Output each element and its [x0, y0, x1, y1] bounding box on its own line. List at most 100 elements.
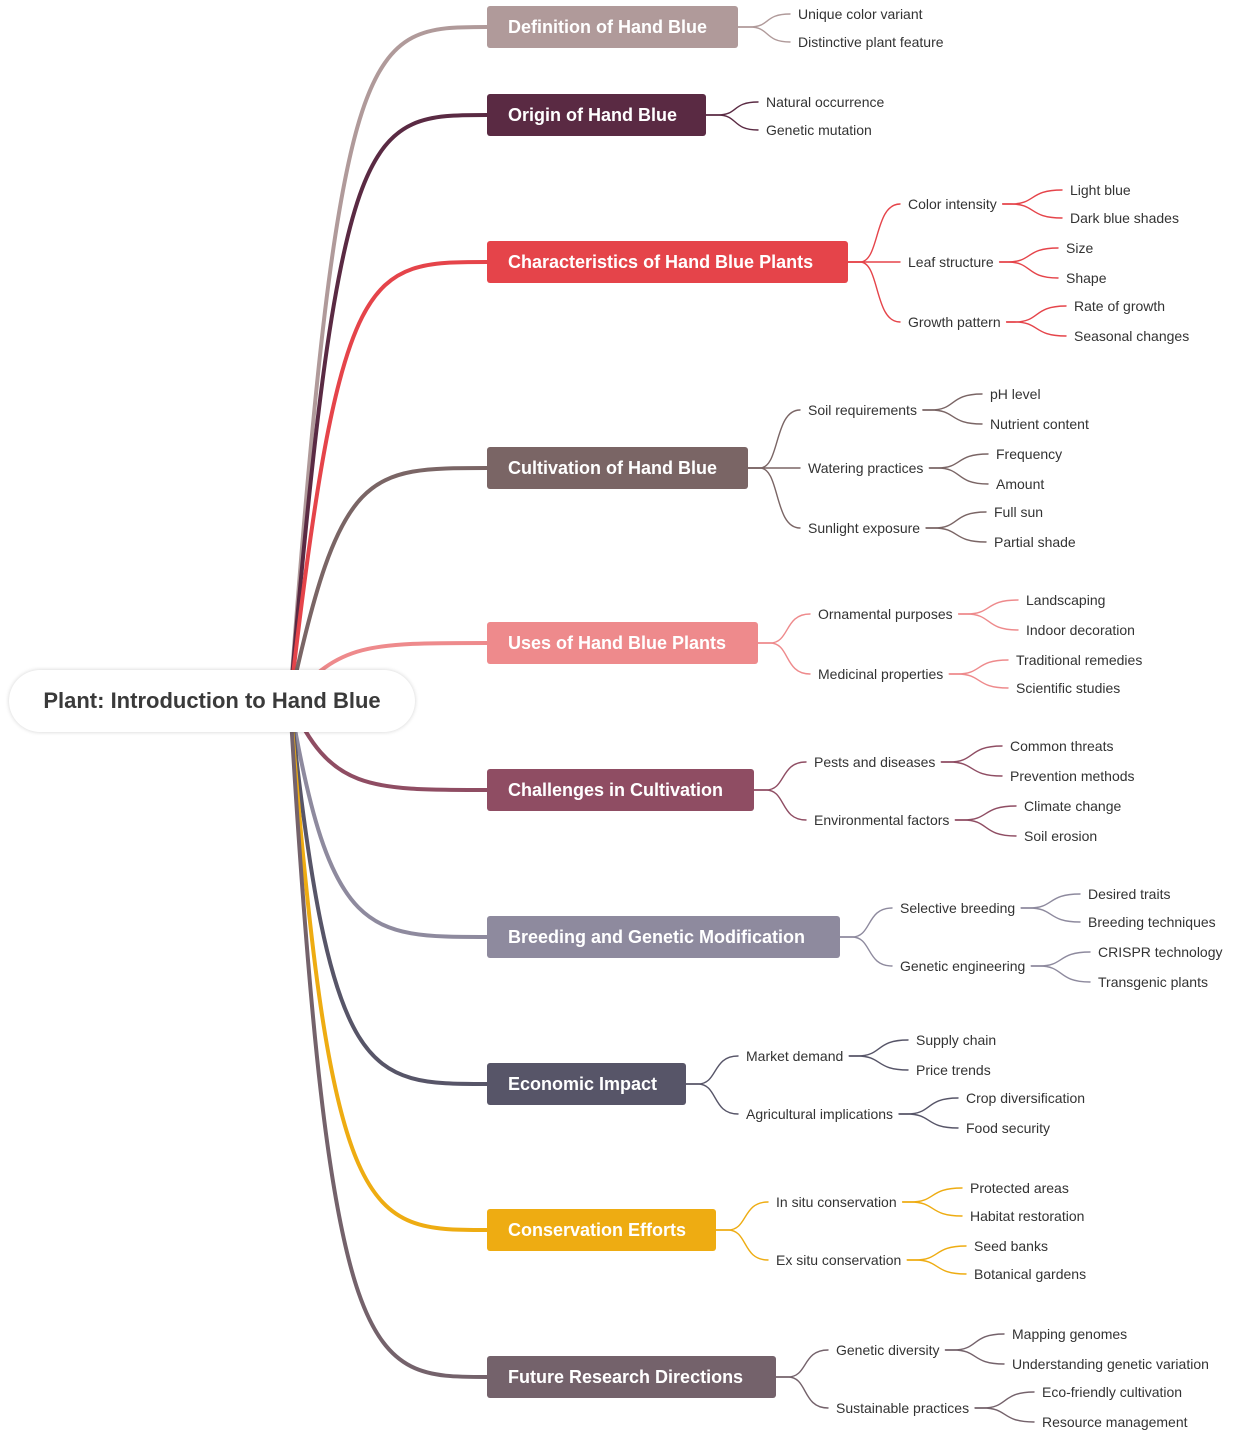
leaf-topic[interactable]: Habitat restoration [970, 1208, 1085, 1224]
leaf-connector [954, 819, 1017, 837]
subtopic-connector [839, 907, 893, 938]
branch-connector [288, 113, 489, 703]
leaf-topic[interactable]: Landscaping [1026, 592, 1106, 608]
branch-topic[interactable]: Definition of Hand Blue [487, 6, 738, 48]
leaf-topic[interactable]: Traditional remedies [1016, 652, 1143, 668]
leaf-connector [998, 247, 1059, 263]
leaf-topic[interactable]: CRISPR technology [1098, 944, 1223, 960]
subtopic[interactable]: Ex situ conservation [776, 1252, 902, 1268]
subtopic-connector [847, 261, 901, 323]
subtopic[interactable]: Pests and diseases [814, 754, 936, 770]
subtopic[interactable]: Medicinal properties [818, 666, 944, 682]
leaf-topic[interactable]: Food security [966, 1120, 1051, 1136]
subtopic-connector [705, 114, 759, 131]
leaf-topic[interactable]: Understanding genetic variation [1012, 1356, 1209, 1372]
subtopic[interactable]: Growth pattern [908, 314, 1001, 330]
subtopic[interactable]: Watering practices [808, 460, 924, 476]
branch-topic[interactable]: Economic Impact [487, 1063, 686, 1105]
branch-topic[interactable]: Conservation Efforts [487, 1209, 716, 1251]
leaf-topic[interactable]: Eco-friendly cultivation [1042, 1384, 1183, 1400]
leaf-connector [1005, 305, 1067, 323]
leaf-topic[interactable]: Supply chain [916, 1032, 997, 1048]
leaf-connector [925, 527, 987, 543]
subtopic-connector [775, 1376, 829, 1409]
leaf-topic[interactable]: pH level [990, 386, 1041, 402]
leaf-connector [1002, 189, 1063, 205]
subtopic[interactable]: Natural occurrence [766, 94, 885, 110]
subtopic[interactable]: Color intensity [908, 196, 997, 212]
leaf-connector [954, 805, 1017, 821]
subtopic[interactable]: Genetic diversity [836, 1342, 940, 1358]
subtopic[interactable]: Genetic engineering [900, 958, 1026, 974]
leaf-connector [901, 1187, 963, 1203]
leaf-topic[interactable]: Soil erosion [1024, 828, 1098, 844]
leaf-topic[interactable]: Dark blue shades [1070, 210, 1179, 226]
leaf-topic[interactable]: Desired traits [1088, 886, 1171, 902]
leaf-connector [925, 511, 987, 529]
leaf-topic[interactable]: Amount [996, 476, 1045, 492]
subtopic[interactable]: Market demand [746, 1048, 844, 1064]
leaf-topic[interactable]: Protected areas [970, 1180, 1069, 1196]
leaf-topic[interactable]: Scientific studies [1016, 680, 1121, 696]
leaf-connector [1020, 907, 1081, 923]
leaf-topic[interactable]: Transgenic plants [1098, 974, 1208, 990]
subtopic-connector [757, 642, 811, 675]
leaf-topic[interactable]: Seed banks [974, 1238, 1048, 1254]
leaf-topic[interactable]: Prevention methods [1010, 768, 1135, 784]
subtopic[interactable]: In situ conservation [776, 1194, 897, 1210]
branch-topic[interactable]: Uses of Hand Blue Plants [487, 622, 758, 664]
leaf-connector [1030, 965, 1091, 983]
leaf-topic[interactable]: Climate change [1024, 798, 1122, 814]
leaf-connector [1002, 203, 1063, 219]
subtopic[interactable]: Leaf structure [908, 254, 994, 270]
leaf-connector [1020, 893, 1081, 909]
leaf-topic[interactable]: Shape [1066, 270, 1107, 286]
leaf-topic[interactable]: Size [1066, 240, 1094, 256]
leaf-topic[interactable]: Partial shade [994, 534, 1076, 550]
subtopic[interactable]: Sunlight exposure [808, 520, 921, 536]
subtopic[interactable]: Unique color variant [798, 6, 923, 22]
branch-connector [288, 699, 489, 1086]
branch-topic[interactable]: Breeding and Genetic Modification [487, 916, 840, 958]
leaf-topic[interactable]: Botanical gardens [974, 1266, 1087, 1282]
subtopic[interactable]: Ornamental purposes [818, 606, 953, 622]
subtopic[interactable]: Distinctive plant feature [798, 34, 944, 50]
subtopic[interactable]: Soil requirements [808, 402, 917, 418]
root-topic[interactable]: Plant: Introduction to Hand Blue [9, 670, 415, 732]
subtopic[interactable]: Selective breeding [900, 900, 1016, 916]
leaf-topic[interactable]: Resource management [1042, 1414, 1188, 1430]
leaf-topic[interactable]: Mapping genomes [1012, 1326, 1128, 1342]
leaf-connector [944, 1349, 1005, 1365]
leaf-connector [940, 761, 1003, 777]
leaf-connector [898, 1113, 959, 1129]
leaf-topic[interactable]: Common threats [1010, 738, 1114, 754]
leaf-connector [957, 613, 1019, 631]
leaf-connector [922, 409, 983, 425]
leaf-topic[interactable]: Price trends [916, 1062, 991, 1078]
subtopic[interactable]: Sustainable practices [836, 1400, 970, 1416]
leaf-topic[interactable]: Frequency [996, 446, 1063, 462]
subtopic-connector [753, 761, 807, 791]
leaf-topic[interactable]: Rate of growth [1074, 298, 1166, 314]
leaf-topic[interactable]: Breeding techniques [1088, 914, 1216, 930]
subtopic[interactable]: Genetic mutation [766, 122, 872, 138]
branch-topic[interactable]: Characteristics of Hand Blue Plants [487, 241, 848, 283]
leaf-connector [906, 1245, 967, 1261]
leaf-topic[interactable]: Nutrient content [990, 416, 1089, 432]
leaf-connector [948, 659, 1009, 675]
branch-topic[interactable]: Future Research Directions [487, 1356, 776, 1398]
leaf-connector [848, 1039, 909, 1057]
branch-topic[interactable]: Cultivation of Hand Blue [487, 447, 748, 489]
leaf-topic[interactable]: Crop diversification [966, 1090, 1086, 1106]
subtopic[interactable]: Agricultural implications [746, 1106, 894, 1122]
leaf-topic[interactable]: Seasonal changes [1074, 328, 1190, 344]
leaf-topic[interactable]: Light blue [1070, 182, 1131, 198]
subtopic-connector [747, 467, 801, 529]
leaf-topic[interactable]: Full sun [994, 504, 1044, 520]
branch-topic[interactable]: Challenges in Cultivation [487, 769, 754, 811]
subtopic[interactable]: Environmental factors [814, 812, 950, 828]
branch-topic[interactable]: Origin of Hand Blue [487, 94, 706, 136]
leaf-topic[interactable]: Indoor decoration [1026, 622, 1135, 638]
branch-connector [288, 25, 489, 703]
leaf-connector [922, 393, 983, 411]
